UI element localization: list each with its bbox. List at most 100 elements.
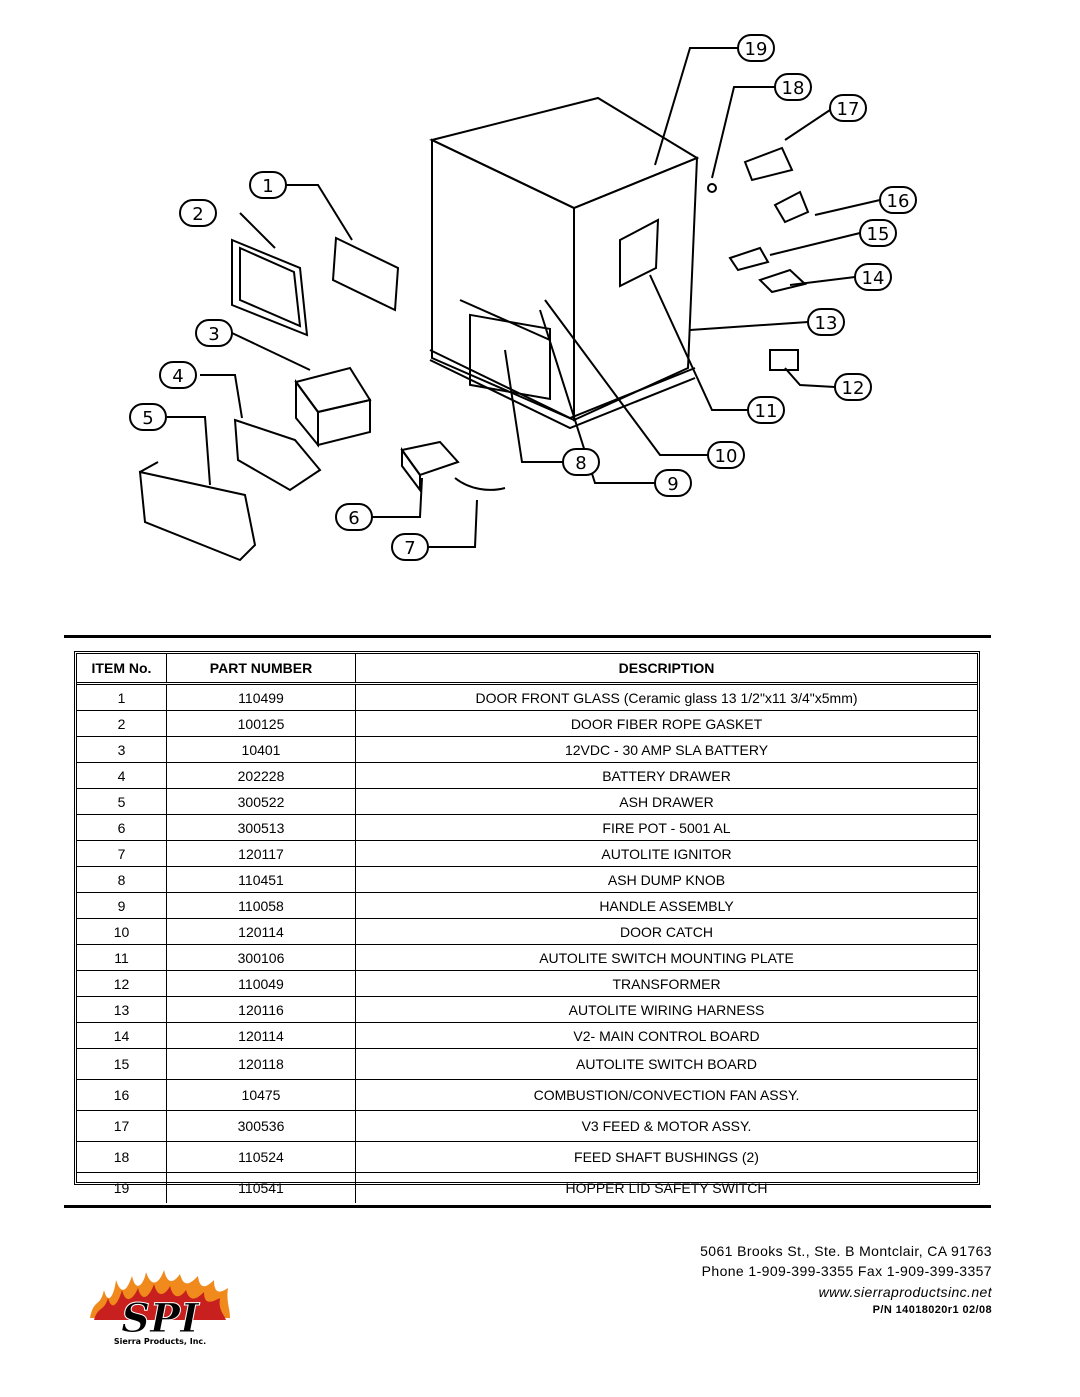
callout-7: 7	[391, 533, 429, 561]
cell-item: 10	[77, 918, 167, 945]
cell-part: 120114	[166, 918, 356, 945]
callout-10: 10	[707, 441, 745, 469]
cell-part: 110451	[166, 866, 356, 893]
top-rule	[64, 635, 991, 638]
cell-part: 300536	[166, 1110, 356, 1142]
cell-desc: DOOR FIBER ROPE GASKET	[355, 710, 977, 737]
callout-19: 19	[737, 34, 775, 62]
cell-item: 3	[77, 736, 167, 763]
callout-5: 5	[129, 403, 167, 431]
svg-text:10: 10	[715, 446, 738, 467]
cell-item: 17	[77, 1110, 167, 1142]
svg-text:1: 1	[262, 176, 273, 197]
svg-text:8: 8	[575, 453, 586, 474]
cell-part: 120116	[166, 996, 356, 1023]
fire-pot-part	[400, 440, 460, 477]
cell-desc: AUTOLITE WIRING HARNESS	[355, 996, 977, 1023]
svg-text:15: 15	[867, 224, 890, 245]
callout-17: 17	[829, 94, 867, 122]
cell-item: 14	[77, 1022, 167, 1049]
svg-text:17: 17	[837, 99, 860, 120]
logo-subtext: Sierra Products, Inc.	[114, 1337, 206, 1346]
svg-text:16: 16	[887, 191, 910, 212]
svg-text:14: 14	[862, 268, 885, 289]
cell-desc: DOOR FRONT GLASS (Ceramic glass 13 1/2"x…	[355, 683, 977, 711]
cell-part: 120118	[166, 1048, 356, 1080]
cell-part: 110541	[166, 1172, 356, 1203]
cell-item: 1	[77, 683, 167, 711]
callout-15: 15	[859, 219, 897, 247]
callout-3: 3	[195, 319, 233, 347]
callout-8: 8	[562, 448, 600, 476]
header-item: ITEM No.	[77, 654, 167, 685]
spi-logo	[82, 1385, 83, 1386]
spi-logo-mark: SPI Sierra Products, Inc.	[90, 1270, 230, 1346]
cell-desc: HANDLE ASSEMBLY	[355, 892, 977, 919]
cell-item: 15	[77, 1048, 167, 1080]
control-board-part	[758, 268, 808, 294]
cell-part: 110058	[166, 892, 356, 919]
cell-desc: ASH DRAWER	[355, 788, 977, 815]
cell-desc: TRANSFORMER	[355, 970, 977, 997]
cell-item: 11	[77, 944, 167, 971]
cell-part: 10401	[166, 736, 356, 763]
cell-part: 110524	[166, 1141, 356, 1173]
cell-part: 300106	[166, 944, 356, 971]
battery-drawer-part	[233, 418, 322, 492]
door-glass-part	[331, 236, 400, 312]
callout-9: 9	[654, 469, 692, 497]
fan-part	[773, 190, 810, 224]
cell-item: 6	[77, 814, 167, 841]
cell-item: 8	[77, 866, 167, 893]
table-header-row: ITEM No. PART NUMBER DESCRIPTION	[77, 654, 977, 685]
cell-desc: COMBUSTION/CONVECTION FAN ASSY.	[355, 1079, 977, 1111]
svg-text:13: 13	[815, 313, 838, 334]
svg-text:9: 9	[667, 474, 678, 495]
exploded-parts-diagram: 1 2 3 4 5 6 7 8 9 10 11 12 13 14 15 16 1…	[129, 34, 917, 562]
callout-2: 2	[179, 199, 217, 227]
bottom-rule	[64, 1205, 991, 1208]
svg-text:5: 5	[142, 408, 153, 429]
cell-desc: DOOR CATCH	[355, 918, 977, 945]
svg-text:4: 4	[172, 366, 183, 387]
part-number-code: P/N 14018020r1 02/08	[872, 1304, 992, 1316]
cell-part: 202228	[166, 762, 356, 789]
header-description: DESCRIPTION	[355, 654, 977, 685]
cell-item: 9	[77, 892, 167, 919]
cell-part: 300513	[166, 814, 356, 841]
callout-16: 16	[879, 186, 917, 214]
cell-desc: 12VDC - 30 AMP SLA BATTERY	[355, 736, 977, 763]
svg-text:7: 7	[404, 538, 415, 559]
cell-part: 10475	[166, 1079, 356, 1111]
callout-4: 4	[159, 361, 197, 389]
website-link[interactable]: www.sierraproductsinc.net	[818, 1284, 992, 1300]
cell-item: 2	[77, 710, 167, 737]
feed-motor-part	[743, 146, 794, 182]
cell-part: 110049	[166, 970, 356, 997]
callout-11: 11	[747, 396, 785, 424]
cell-desc: FEED SHAFT BUSHINGS (2)	[355, 1141, 977, 1173]
cell-desc: ASH DUMP KNOB	[355, 866, 977, 893]
cell-item: 5	[77, 788, 167, 815]
cell-item: 19	[77, 1172, 167, 1203]
svg-text:11: 11	[755, 401, 778, 422]
callout-13: 13	[807, 308, 845, 336]
cell-part: 300522	[166, 788, 356, 815]
phone-line: Phone 1-909-399-3355 Fax 1-909-399-3357	[701, 1263, 992, 1279]
svg-text:3: 3	[208, 324, 219, 345]
gasket-part	[231, 238, 309, 337]
bushing-part	[707, 183, 717, 193]
